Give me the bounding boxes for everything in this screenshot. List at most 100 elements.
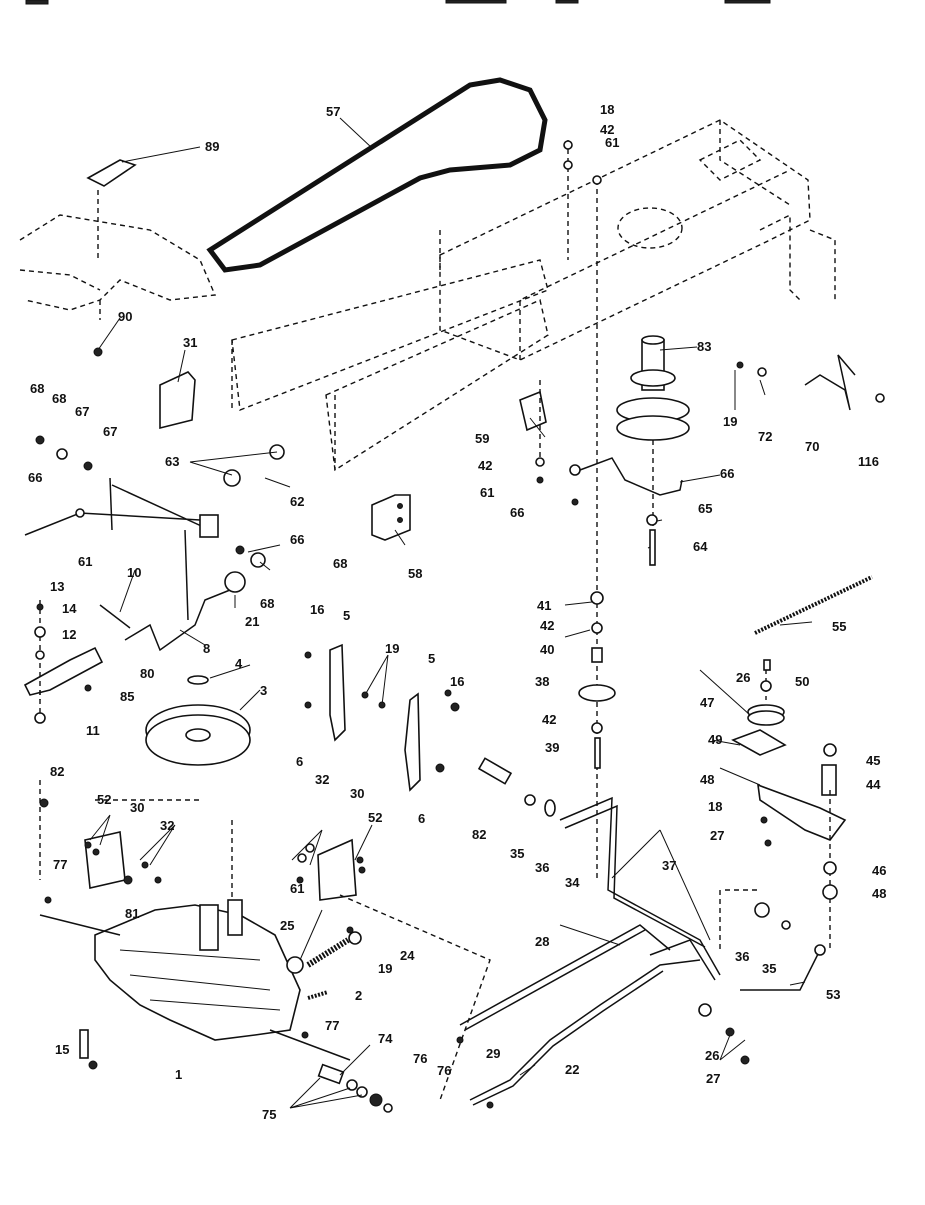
part-3-pulley bbox=[145, 675, 251, 766]
callout-5b: 5 bbox=[428, 651, 435, 666]
callout-74: 74 bbox=[378, 1031, 393, 1046]
part-89-plate bbox=[86, 159, 137, 260]
callout-32b: 32 bbox=[315, 772, 329, 787]
callout-3: 3 bbox=[260, 683, 267, 698]
callout-57: 57 bbox=[326, 104, 340, 119]
part-70-rod bbox=[804, 354, 856, 411]
leader-lines bbox=[89, 117, 813, 1109]
part-58-bracket bbox=[371, 494, 411, 541]
callout-11: 11 bbox=[86, 723, 100, 738]
callout-64a: 64 bbox=[693, 539, 708, 554]
callout-16a: 16 bbox=[310, 602, 324, 617]
callout-39: 39 bbox=[545, 740, 559, 755]
idler-assembly bbox=[731, 660, 847, 950]
callout-62: 62 bbox=[290, 494, 304, 509]
callout-82a: 82 bbox=[50, 764, 64, 779]
callout-31: 31 bbox=[183, 335, 197, 350]
callout-21: 21 bbox=[245, 614, 259, 629]
callout-46: 46 bbox=[872, 863, 886, 878]
callout-89: 89 bbox=[205, 139, 219, 154]
callout-27a: 27 bbox=[710, 828, 724, 843]
top-edge-fragment bbox=[25, 0, 771, 5]
callout-67b: 68 bbox=[260, 596, 274, 611]
callout-66b: 66 bbox=[720, 466, 734, 481]
callout-59: 59 bbox=[475, 431, 489, 446]
callout-61b: 61 bbox=[480, 485, 494, 500]
callout-75: 75 bbox=[262, 1107, 276, 1122]
callout-16b: 16 bbox=[450, 674, 464, 689]
part-30-brackets bbox=[84, 831, 357, 901]
callout-53: 53 bbox=[826, 987, 840, 1002]
callout-48a: 48 bbox=[700, 772, 714, 787]
callout-27b: 27 bbox=[706, 1071, 720, 1086]
part-25-spring bbox=[306, 931, 362, 968]
callout-15: 15 bbox=[55, 1042, 69, 1057]
callout-26a: 26 bbox=[736, 670, 750, 685]
callout-67a: 68 bbox=[52, 391, 66, 406]
callout-68b: 68 bbox=[333, 556, 347, 571]
callout-70: 70 bbox=[805, 439, 819, 454]
callout-61d: 61 bbox=[290, 881, 304, 896]
callout-81: 81 bbox=[125, 906, 139, 921]
callout-6b: 6 bbox=[418, 811, 425, 826]
chassis-frame bbox=[231, 119, 836, 472]
callout-18b: 18 bbox=[708, 799, 722, 814]
callout-90: 90 bbox=[118, 309, 132, 324]
callout-83: 83 bbox=[697, 339, 711, 354]
callout-66c: 67 bbox=[75, 404, 89, 419]
front-panel bbox=[19, 214, 217, 320]
callout-1: 1 bbox=[175, 1067, 182, 1082]
part-57-drive-belt bbox=[206, 77, 548, 273]
callout-labels: 57 89 90 31 18 42 61 83 19 72 70 116 59 … bbox=[28, 102, 886, 1122]
part-8-shift-rod bbox=[99, 571, 246, 652]
part-55-spring bbox=[754, 575, 873, 635]
callout-66a: 66 bbox=[510, 505, 524, 520]
callout-116: 116 bbox=[858, 454, 879, 469]
callout-50: 50 bbox=[795, 674, 809, 689]
callout-4: 4 bbox=[235, 656, 243, 671]
part-59-bracket bbox=[519, 390, 547, 432]
callout-37: 37 bbox=[662, 858, 676, 873]
part-80-bracket bbox=[23, 646, 104, 720]
callout-34: 34 bbox=[565, 875, 580, 890]
part-83-pulley bbox=[616, 335, 690, 560]
callout-22: 22 bbox=[565, 1062, 579, 1077]
callout-26b: 26 bbox=[705, 1048, 719, 1063]
callout-35b: 35 bbox=[762, 961, 776, 976]
callout-76b: 76 bbox=[437, 1063, 451, 1078]
callout-76a: 76 bbox=[413, 1051, 427, 1066]
callout-72: 72 bbox=[758, 429, 772, 444]
callout-10: 10 bbox=[127, 565, 141, 580]
callout-85: 85 bbox=[120, 689, 134, 704]
callout-18a: 18 bbox=[600, 102, 614, 117]
callout-48b: 48 bbox=[872, 886, 886, 901]
callout-66d: 66 bbox=[290, 532, 304, 547]
callout-35a: 35 bbox=[510, 846, 524, 861]
callout-2: 2 bbox=[355, 988, 362, 1003]
callout-25: 25 bbox=[280, 918, 294, 933]
callout-41: 41 bbox=[537, 598, 551, 613]
callout-12: 12 bbox=[62, 627, 76, 642]
callout-44: 44 bbox=[866, 777, 881, 792]
callout-58: 58 bbox=[408, 566, 422, 581]
callout-82b: 82 bbox=[472, 827, 486, 842]
callout-14: 14 bbox=[62, 601, 77, 616]
callout-52b: 52 bbox=[368, 810, 382, 825]
callout-30b: 30 bbox=[350, 786, 364, 801]
callout-47: 47 bbox=[700, 695, 714, 710]
callout-6a: 6 bbox=[296, 754, 303, 769]
callout-68a: 68 bbox=[30, 381, 44, 396]
callout-32a: 32 bbox=[160, 818, 174, 833]
part-31-shield bbox=[159, 371, 196, 430]
callout-40: 40 bbox=[540, 642, 554, 657]
callout-5a: 5 bbox=[343, 608, 350, 623]
callout-28: 28 bbox=[535, 934, 549, 949]
part-66-arm bbox=[579, 457, 683, 496]
callout-77a: 77 bbox=[53, 857, 67, 872]
callout-64b: 66 bbox=[28, 470, 42, 485]
callout-49: 49 bbox=[708, 732, 722, 747]
callout-65a: 65 bbox=[698, 501, 712, 516]
callout-55: 55 bbox=[832, 619, 846, 634]
